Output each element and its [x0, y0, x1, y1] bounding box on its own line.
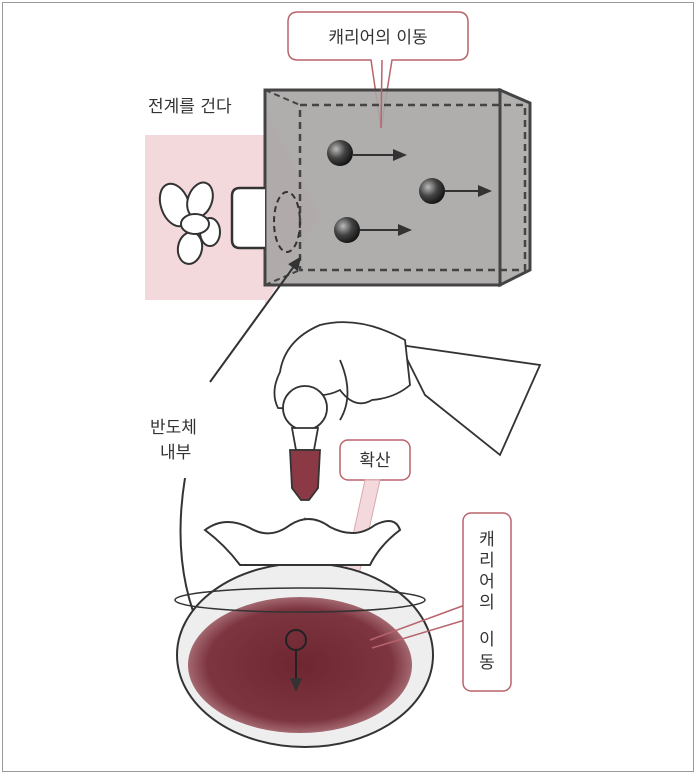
- vertical-char: 캐: [479, 530, 495, 550]
- callout-diffusion: 확산: [339, 439, 411, 481]
- carrier-ball: [334, 217, 360, 243]
- vertical-char: 동: [479, 653, 495, 673]
- vertical-char: 의: [479, 593, 495, 613]
- carrier-ball: [419, 178, 445, 204]
- callout-text: 캐리어의 이동: [328, 28, 427, 48]
- diffusion-text: 확산: [359, 451, 391, 471]
- vertical-char: 어: [479, 572, 495, 592]
- vertical-char: 이: [479, 630, 495, 650]
- vertical-char: 리: [479, 551, 495, 571]
- label-inside: 내부: [160, 443, 191, 463]
- semiconductor-box: [263, 59, 532, 288]
- label-semiconductor: 반도체: [150, 418, 197, 438]
- fan-icon: [158, 181, 221, 265]
- label-apply-field: 전계를 건다: [148, 97, 232, 117]
- hand-with-dropper: [273, 321, 542, 501]
- carrier-ball: [327, 140, 353, 166]
- fishbowl: [174, 518, 434, 748]
- fan-handle: [230, 186, 265, 250]
- callout-carrier-move-side: 캐 리 어 의 이 동: [369, 512, 512, 692]
